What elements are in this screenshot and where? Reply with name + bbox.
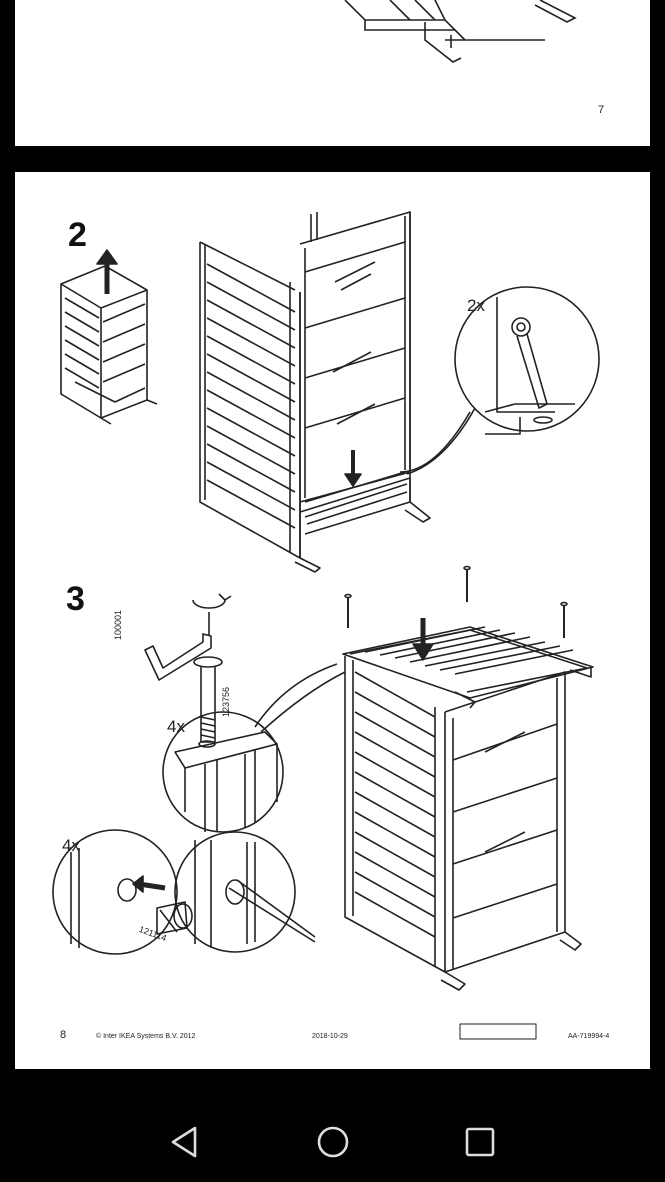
page-number: 7 xyxy=(598,104,605,116)
step2-thumbnail-frame xyxy=(60,265,158,425)
bolt-quantity: 4x xyxy=(167,717,185,736)
home-circle-icon xyxy=(317,1126,349,1158)
recents-button[interactable] xyxy=(458,1120,502,1164)
tool-part-number: 100001 xyxy=(113,609,123,640)
assembly-illustration-bottom-of-step xyxy=(344,0,577,63)
step-2-number: 2 xyxy=(68,216,87,254)
step3-allen-key xyxy=(144,593,232,681)
recents-square-icon xyxy=(465,1127,495,1157)
footer-date: 2018-10-29 xyxy=(312,1033,348,1040)
step-3-number: 3 xyxy=(66,580,85,618)
step3-zoom-top xyxy=(162,663,346,833)
footer-label-box xyxy=(459,1023,537,1040)
manual-page-8: 2 2x 3 100001 123756 4x 4x 121114 8 © In… xyxy=(15,172,650,1069)
footer-copyright: © Inter IKEA Systems B.V. 2012 xyxy=(96,1033,196,1040)
footer-page-number: 8 xyxy=(60,1029,67,1041)
home-button[interactable] xyxy=(311,1120,355,1164)
system-navigation-bar xyxy=(0,1100,665,1182)
step3-bolt xyxy=(193,656,223,743)
back-button[interactable] xyxy=(163,1120,207,1164)
step-2-quantity: 2x xyxy=(467,296,485,315)
footer-article-code: AA-719994-4 xyxy=(568,1033,610,1040)
step2-main-frame xyxy=(199,211,431,573)
step3-zoom-side-right xyxy=(174,831,316,953)
bolt-part-number: 123756 xyxy=(221,686,231,717)
back-triangle-icon xyxy=(171,1126,197,1158)
dowel-quantity: 4x xyxy=(62,836,80,855)
assembly-illustrations xyxy=(52,211,600,1040)
step2-zoom-detail xyxy=(399,286,600,475)
manual-page-7: 7 xyxy=(15,0,650,146)
step3-main-frame xyxy=(342,626,594,991)
